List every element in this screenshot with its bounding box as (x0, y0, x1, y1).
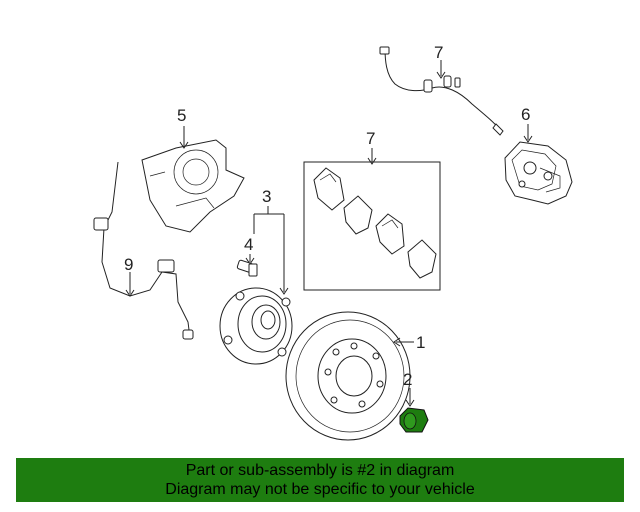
part-9-brake-hose[interactable] (93, 161, 194, 340)
callout-3: 3 (262, 187, 271, 206)
parts-diagram: 7 6 5 9 3 (93, 43, 573, 441)
info-banner: Part or sub-assembly is #2 in diagram Di… (16, 458, 624, 502)
banner-line-2: Diagram may not be specific to your vehi… (165, 481, 475, 498)
part-6-caliper[interactable] (504, 124, 573, 205)
part-4-bolt[interactable] (236, 254, 258, 277)
callout-6: 6 (521, 105, 530, 124)
callout-7: 7 (366, 129, 375, 148)
callout-8: 7 (434, 43, 443, 62)
part-8-abs-sensor-cable[interactable] (379, 46, 504, 136)
part-7-brake-pads[interactable] (303, 148, 441, 291)
callout-2: 2 (403, 370, 412, 389)
callout-4: 4 (244, 235, 253, 254)
callout-9: 9 (124, 255, 133, 274)
callout-3-leader (253, 206, 289, 295)
part-1-rotor[interactable] (285, 311, 414, 441)
part-2-hub-nut[interactable] (399, 388, 429, 433)
part-3-hub-bearing[interactable] (219, 287, 293, 365)
callout-5: 5 (177, 106, 186, 125)
callout-1: 1 (416, 333, 425, 352)
banner-line-1: Part or sub-assembly is #2 in diagram (185, 462, 455, 479)
part-5-splash-shield[interactable] (141, 126, 245, 233)
